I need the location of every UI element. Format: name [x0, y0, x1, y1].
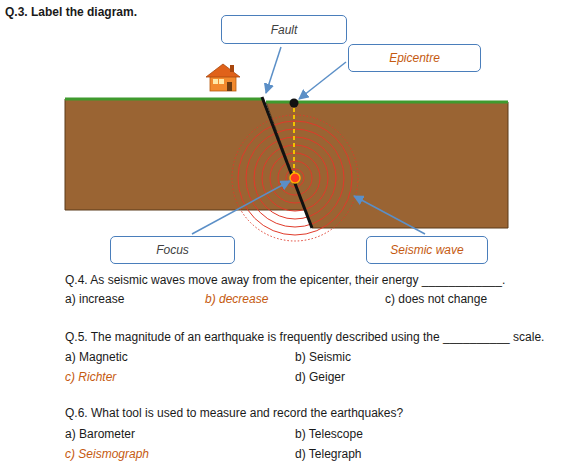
label-box: Epicentre [348, 44, 481, 72]
house [206, 64, 240, 91]
answer-option: b) Telescope [295, 427, 363, 441]
leader-lines [192, 47, 425, 234]
seismic-waves [232, 115, 358, 241]
answer-option: c) Seismograph [65, 447, 149, 461]
depth-line [293, 108, 295, 174]
label-text: Fault [271, 23, 298, 37]
wave-ring [262, 145, 328, 211]
fault-line [262, 97, 312, 228]
right-ground-block [266, 102, 508, 228]
answer-option: d) Geiger [295, 370, 345, 384]
answer-option: c) does not change [385, 292, 487, 306]
wave-ring [232, 115, 358, 241]
answer-option: a) Barometer [65, 427, 135, 441]
focus-dot [290, 173, 300, 183]
answer-option: d) Telegraph [295, 447, 362, 461]
answer-option: c) Richter [65, 370, 116, 384]
grass [266, 101, 508, 104]
answer-option: a) increase [65, 292, 124, 306]
question-text: Q.5. The magnitude of an earthquake is f… [65, 330, 544, 344]
label-box: Fault [221, 15, 347, 44]
answer-option: b) decrease [205, 292, 268, 306]
label-box: Seismic wave [366, 236, 488, 264]
label-box: Focus [110, 236, 235, 264]
grass [65, 98, 262, 101]
answer-option: a) Magnetic [65, 350, 128, 364]
label-text: Focus [156, 243, 189, 257]
label-text: Seismic wave [390, 243, 463, 257]
epicentre-dot [290, 99, 299, 108]
label-text: Epicentre [389, 51, 440, 65]
answer-option: b) Seismic [295, 350, 351, 364]
question-text: Q.4. As seismic waves move away from the… [65, 273, 505, 287]
wave-ring [254, 137, 336, 219]
question-text: Q.6. What tool is used to measure and re… [65, 406, 403, 420]
question-text: Q.3. Label the diagram. [5, 5, 137, 19]
